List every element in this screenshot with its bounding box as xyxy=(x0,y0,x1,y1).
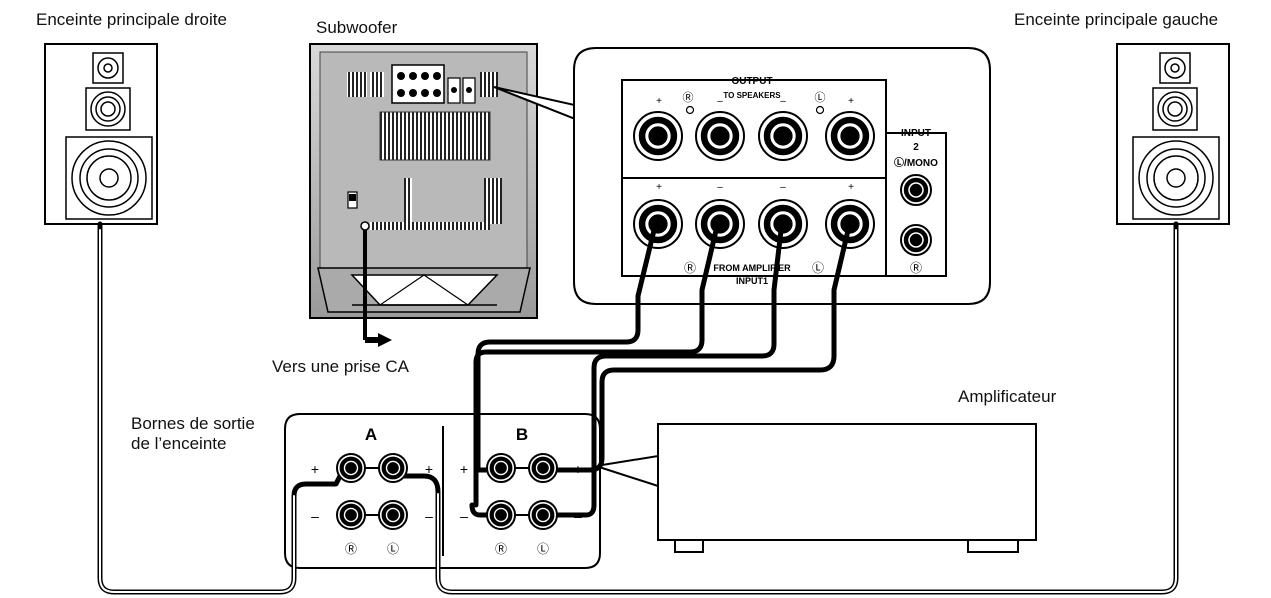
panel-from-amplifier-label: FROM AMPLIFIER xyxy=(713,263,791,273)
output-jack-4 xyxy=(825,111,875,161)
panel-input1-plus-1: + xyxy=(656,182,662,193)
terminal-b-minus-left: – xyxy=(460,508,468,524)
panel-input1-plus-2: + xyxy=(848,182,854,193)
panel-input1-label: INPUT1 xyxy=(736,276,768,286)
panel-output-minus-1: – xyxy=(717,96,723,107)
speaker-terminal-post-5 xyxy=(486,453,516,483)
left-speaker-label: Enceinte principale gauche xyxy=(1014,10,1219,29)
right-speaker-label: Enceinte principale droite xyxy=(36,10,227,29)
amplifier xyxy=(657,423,1037,553)
terminal-a-l-label: Ⓛ xyxy=(387,542,399,556)
terminal-a-plus-right: + xyxy=(425,461,433,477)
panel-input2-r-label: Ⓡ xyxy=(910,261,922,275)
speaker-terminal-post-2 xyxy=(378,453,408,483)
panel-input1-l-label: Ⓛ xyxy=(812,261,824,275)
terminal-b-r-label: Ⓡ xyxy=(495,542,507,556)
speaker-terminal-post-7 xyxy=(486,500,516,530)
panel-output-plus-1: + xyxy=(656,96,662,107)
panel-input2-label: INPUT xyxy=(901,128,931,139)
speaker-terminal-post-4 xyxy=(378,500,408,530)
output-jack-3 xyxy=(758,111,808,161)
panel-input2-number: 2 xyxy=(913,142,919,153)
terminal-group-b: B xyxy=(516,425,528,444)
terminal-b-l-label: Ⓛ xyxy=(537,542,549,556)
panel-input1-minus-1: – xyxy=(717,182,723,193)
panel-input1-minus-2: – xyxy=(780,182,786,193)
panel-output-label: OUTPUT xyxy=(731,76,772,87)
terminal-a-r-label: Ⓡ xyxy=(345,542,357,556)
panel-lmono-label: Ⓛ/MONO xyxy=(894,156,938,169)
subwoofer xyxy=(309,43,538,319)
input2-jack-l xyxy=(900,174,932,206)
terminal-a-minus-left: – xyxy=(311,508,319,524)
speaker-terminal-post-6 xyxy=(528,453,558,483)
panel-output-r-label: Ⓡ xyxy=(683,91,694,104)
speaker-terminal-post-1 xyxy=(336,453,366,483)
panel-to-speakers-label: TO SPEAKERS xyxy=(723,91,781,100)
subwoofer-label: Subwoofer xyxy=(316,18,398,37)
output-jack-2 xyxy=(695,111,745,161)
input2-jack-r xyxy=(900,224,932,256)
panel-input1-r-label: Ⓡ xyxy=(684,261,696,275)
right-speaker xyxy=(44,43,158,225)
left-speaker xyxy=(1116,43,1230,225)
output-jack-1 xyxy=(633,111,683,161)
panel-output-minus-2: – xyxy=(780,96,786,107)
amplifier-label: Amplificateur xyxy=(958,387,1057,406)
terminal-b-plus-left: + xyxy=(460,461,468,477)
speaker-terminal-panel xyxy=(284,413,601,569)
panel-output-plus-2: + xyxy=(848,96,854,107)
terminal-a-plus-left: + xyxy=(311,461,319,477)
terminal-a-minus-right: – xyxy=(425,508,433,524)
speaker-terminal-post-8 xyxy=(528,500,558,530)
speaker-terminal-post-3 xyxy=(336,500,366,530)
terminals-label-line1: Bornes de sortie xyxy=(131,414,255,433)
panel-output-l-label: Ⓛ xyxy=(815,91,826,104)
ac-outlet-label: Vers une prise CA xyxy=(272,357,410,376)
terminal-group-a: A xyxy=(365,425,377,444)
terminals-label-line2: de l’enceinte xyxy=(131,434,227,453)
